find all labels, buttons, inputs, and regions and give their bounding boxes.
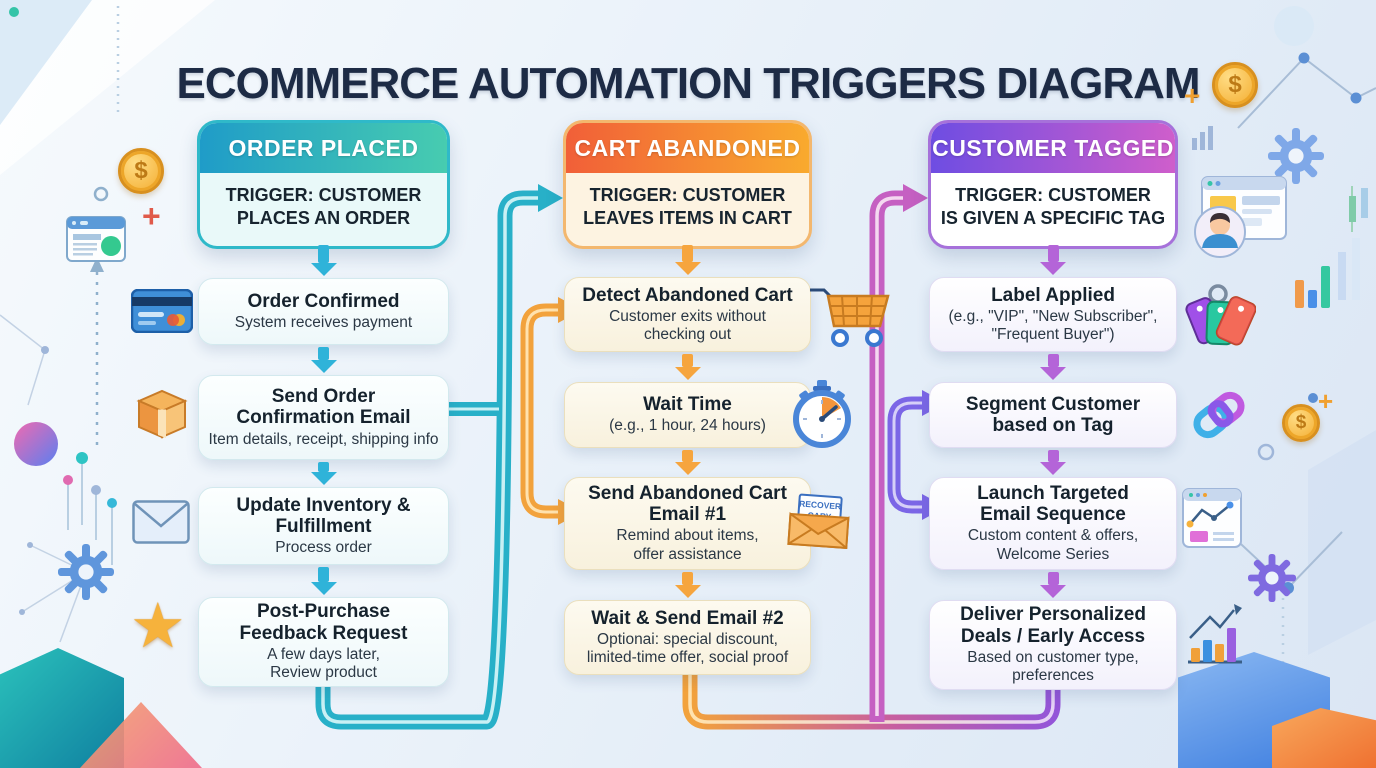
column-order-placed: ORDER PLACED TRIGGER: CUSTOMER PLACES AN…	[197, 120, 450, 730]
credit-card-icon	[131, 289, 193, 333]
cart-icon	[810, 288, 890, 347]
bar-chart-icon	[1295, 266, 1330, 308]
step-subtitle: Optionai: special discount, limited-time…	[586, 630, 789, 667]
down-arrow	[311, 462, 337, 485]
step-title: Wait Time	[643, 394, 732, 416]
down-arrow	[1040, 572, 1066, 598]
step-title: Send Order Confirmation Email	[236, 386, 411, 429]
column-customer-tagged: CUSTOMER TAGGED TRIGGER: CUSTOMER IS GIV…	[928, 120, 1178, 730]
step-launch-email-sequence: Launch Targeted Email Sequence Custom co…	[929, 477, 1177, 570]
tags-icon	[1185, 284, 1256, 346]
envelope-icon	[132, 500, 190, 544]
customer-tagged-header: CUSTOMER TAGGED TRIGGER: CUSTOMER IS GIV…	[928, 120, 1178, 249]
customer-tagged-trigger: TRIGGER: CUSTOMER IS GIVEN A SPECIFIC TA…	[940, 185, 1166, 228]
step-subtitle: Customer exits without checking out	[609, 307, 766, 344]
down-arrow	[675, 354, 701, 380]
step-title: Deliver Personalized Deals / Early Acces…	[960, 604, 1146, 647]
down-arrow	[675, 245, 701, 275]
plus-icon: +	[142, 198, 161, 234]
step-subtitle: Item details, receipt, shipping info	[208, 430, 439, 448]
stopwatch-icon	[793, 380, 851, 448]
plus-icon: +	[1318, 386, 1334, 416]
cart-abandoned-trigger: TRIGGER: CUSTOMER LEAVES ITEMS IN CART	[583, 185, 792, 228]
order-placed-trigger: TRIGGER: CUSTOMER PLACES AN ORDER	[225, 185, 422, 228]
down-arrow	[1040, 245, 1066, 275]
browser-window-icon	[66, 216, 126, 262]
step-subtitle: A few days later, Review product	[267, 645, 380, 682]
step-abandoned-cart-email-1: Send Abandoned Cart Email #1 Remind abou…	[564, 477, 811, 570]
coin-icon: $	[118, 148, 164, 194]
step-title: Post-Purchase Feedback Request	[239, 601, 408, 644]
step-wait-send-email-2: Wait & Send Email #2 Optionai: special d…	[564, 600, 811, 675]
coin-icon: $	[1282, 404, 1320, 442]
star-icon: ★	[130, 592, 186, 661]
step-subtitle: (e.g., 1 hour, 24 hours)	[609, 417, 766, 435]
gradient-dot	[14, 422, 58, 466]
growth-chart-icon	[1188, 604, 1242, 664]
down-arrow	[311, 245, 337, 276]
step-subtitle: Based on customer type, preferences	[967, 648, 1139, 685]
step-segment-customer: Segment Customer based on Tag	[929, 382, 1177, 448]
cart-abandoned-header: CART ABANDONED TRIGGER: CUSTOMER LEAVES …	[563, 120, 812, 249]
plus-icon: +	[1184, 80, 1201, 111]
cart-abandoned-header-label: CART ABANDONED	[566, 123, 809, 173]
step-feedback-request: Post-Purchase Feedback Request A few day…	[198, 597, 449, 687]
down-arrow	[675, 572, 701, 598]
gear-icon	[1248, 554, 1296, 602]
user-browser-icon	[1194, 176, 1287, 258]
svg-text:RECOVER: RECOVER	[799, 499, 842, 512]
step-title: Wait & Send Email #2	[591, 607, 784, 629]
step-label-applied: Label Applied (e.g., "VIP", "New Subscri…	[929, 277, 1177, 352]
step-order-confirmed: Order Confirmed System receives payment	[198, 278, 449, 345]
step-title: Send Abandoned Cart Email #1	[588, 482, 787, 526]
down-arrow	[311, 347, 337, 373]
order-placed-header-label: ORDER PLACED	[200, 123, 447, 173]
down-arrow	[311, 567, 337, 595]
recover-envelope-icon: RECOVER CARY	[787, 493, 850, 549]
column-cart-abandoned: CART ABANDONED TRIGGER: CUSTOMER LEAVES …	[563, 120, 812, 730]
chart-window-icon	[1182, 488, 1242, 548]
step-detect-abandoned-cart: Detect Abandoned Cart Customer exits wit…	[564, 277, 811, 352]
step-subtitle: (e.g., "VIP", "New Subscriber", "Frequen…	[948, 307, 1158, 344]
down-arrow	[675, 450, 701, 475]
pink-loop-pipe	[869, 184, 928, 722]
gear-icon	[58, 544, 114, 600]
step-title: Launch Targeted Email Sequence	[977, 482, 1129, 526]
step-subtitle: System receives payment	[234, 313, 413, 331]
order-placed-header: ORDER PLACED TRIGGER: CUSTOMER PLACES AN…	[197, 120, 450, 249]
step-title: Segment Customer based on Tag	[965, 393, 1141, 436]
step-subtitle: Process order	[275, 539, 372, 557]
step-title: Update Inventory & Fulfillment	[236, 494, 411, 537]
step-subtitle: Custom content & offers, Welcome Series	[967, 527, 1139, 563]
step-title: Label Applied	[991, 284, 1115, 306]
step-title: Order Confirmed	[247, 290, 400, 312]
down-arrow	[1040, 354, 1066, 380]
step-wait-time: Wait Time (e.g., 1 hour, 24 hours)	[564, 382, 811, 448]
page-title: ECOMMERCE AUTOMATION TRIGGERS DIAGRAM	[176, 59, 1200, 109]
customer-tagged-header-label: CUSTOMER TAGGED	[931, 123, 1175, 173]
step-subtitle: Remind about items, offer assistance	[616, 527, 759, 563]
step-title: Detect Abandoned Cart	[582, 284, 793, 306]
step-deliver-personalized-deals: Deliver Personalized Deals / Early Acces…	[929, 600, 1177, 690]
chain-link-icon	[1193, 391, 1245, 439]
step-update-inventory: Update Inventory & Fulfillment Process o…	[198, 487, 449, 565]
coin-icon: $	[1212, 62, 1258, 108]
step-send-confirmation-email: Send Order Confirmation Email Item detai…	[198, 375, 449, 460]
down-arrow	[1040, 450, 1066, 475]
package-icon	[136, 389, 188, 439]
